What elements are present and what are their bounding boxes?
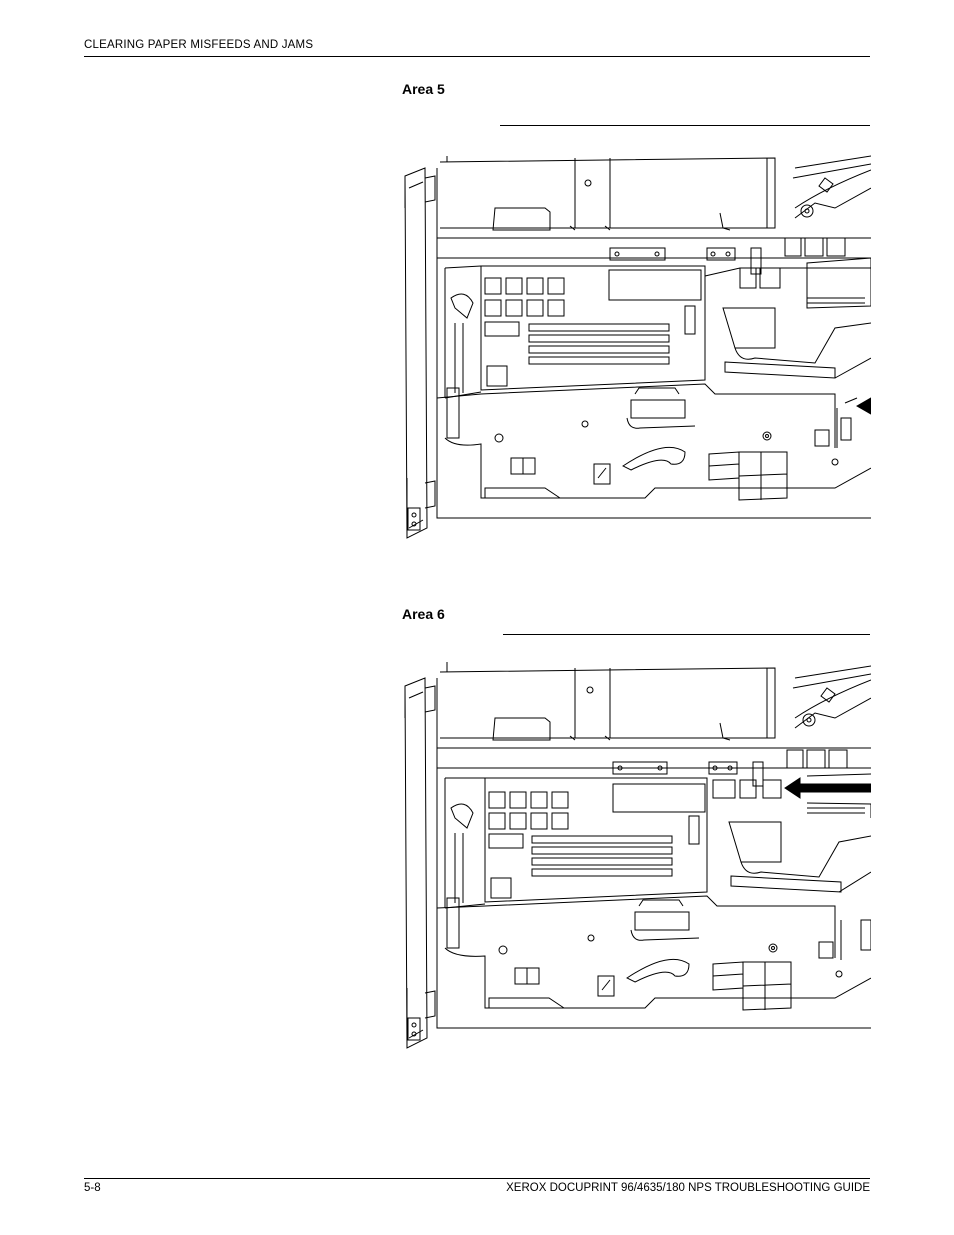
header-rule	[84, 56, 870, 57]
area-5-illustration	[395, 148, 871, 546]
area-5-title: Area 5	[402, 81, 445, 97]
area-6-rule	[503, 634, 870, 635]
area-6-title: Area 6	[402, 606, 445, 622]
area-6-illustration	[395, 658, 871, 1056]
guide-title: XEROX DOCUPRINT 96/4635/180 NPS TROUBLES…	[506, 1182, 870, 1194]
running-header: CLEARING PAPER MISFEEDS AND JAMS	[84, 39, 314, 51]
page-number: 5-8	[84, 1182, 101, 1194]
area-5-rule	[500, 125, 870, 126]
footer-rule	[84, 1178, 870, 1179]
